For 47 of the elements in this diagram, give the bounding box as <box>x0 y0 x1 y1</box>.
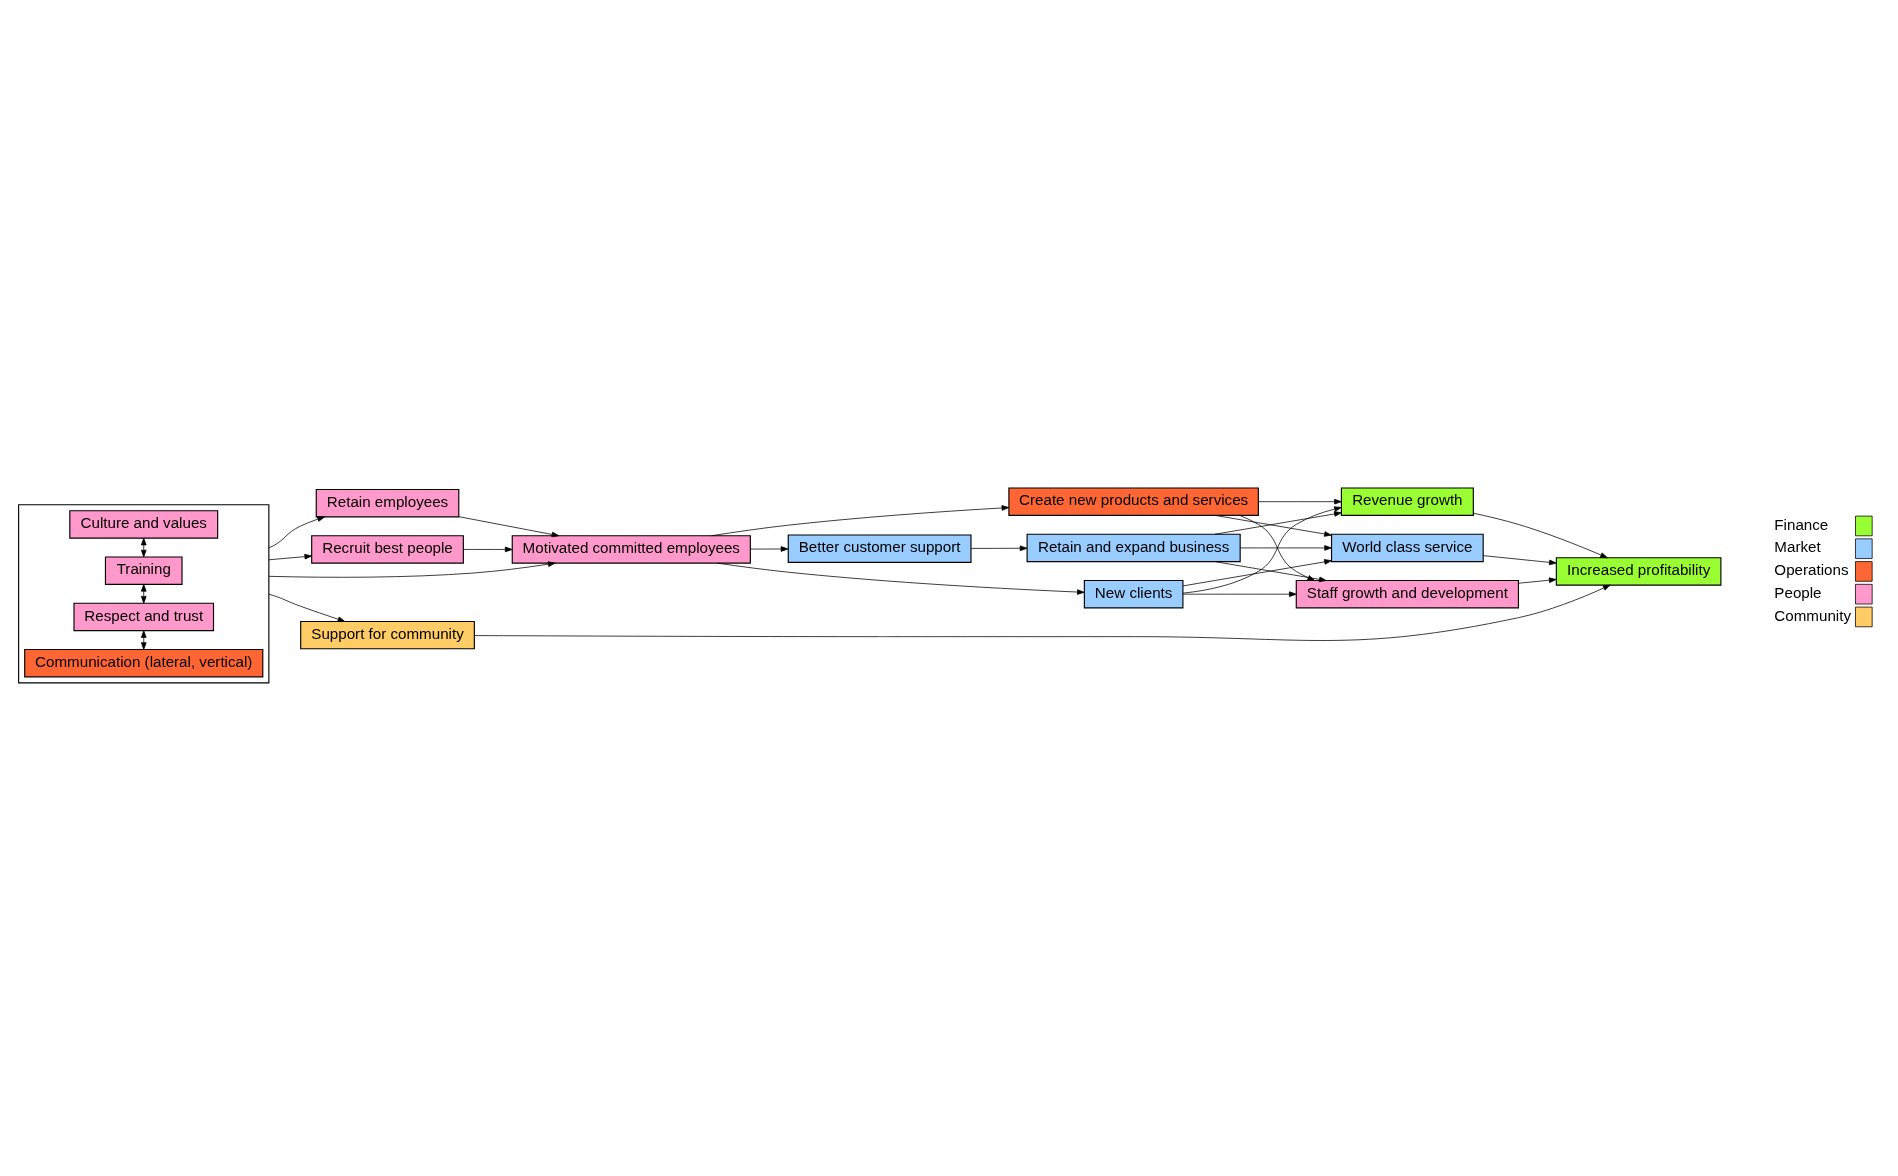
arrow <box>268 553 313 560</box>
node-box: Increased profitability <box>1555 556 1722 586</box>
arrow <box>1472 512 1608 558</box>
arrow <box>1239 544 1332 551</box>
arrow <box>1214 560 1327 582</box>
legend-label: Community <box>1774 606 1851 624</box>
arrow <box>268 593 346 622</box>
arrow <box>1214 510 1342 535</box>
arrow <box>268 560 556 578</box>
arrow <box>716 562 1085 595</box>
arrow <box>141 629 147 650</box>
arrow <box>141 583 147 604</box>
legend-label: Market <box>1774 537 1821 555</box>
arrow <box>1482 554 1557 565</box>
node-box: Retain and expand business <box>1026 533 1241 562</box>
node-box: Retain employees <box>315 488 460 517</box>
node-box: Create new products and services <box>1008 486 1259 516</box>
node-box: New clients <box>1083 579 1184 608</box>
arrow <box>970 545 1028 551</box>
arrow <box>1182 590 1297 597</box>
node-box: World class service <box>1330 533 1484 562</box>
arrow <box>1182 505 1342 593</box>
node-box: Revenue growth <box>1340 486 1474 516</box>
arrow <box>474 584 1611 641</box>
legend-label: Finance <box>1774 515 1829 533</box>
node-box: Recruit best people <box>311 534 464 564</box>
cluster <box>18 503 270 683</box>
legend-label: Operations <box>1774 560 1849 578</box>
node-box: Training <box>104 555 183 585</box>
node-box: Support for community <box>300 620 475 649</box>
arrow <box>710 504 1010 536</box>
arrow <box>1239 514 1316 581</box>
node-box: Staff growth and development <box>1295 579 1519 608</box>
arrow <box>1518 576 1557 584</box>
legend-label: People <box>1774 583 1822 601</box>
node-box: Respect and trust <box>73 602 215 631</box>
node-box: Motivated committed employees <box>511 534 751 564</box>
arrow <box>1258 498 1342 504</box>
arrow <box>1214 514 1332 537</box>
arrow <box>458 515 560 537</box>
arrow <box>750 545 789 552</box>
arrow <box>463 546 513 552</box>
arrow <box>1182 558 1332 586</box>
arrow <box>268 515 325 548</box>
node-box: Better customer support <box>787 533 972 563</box>
node-box: Communication (lateral, vertical) <box>24 648 264 677</box>
node-box: Culture and values <box>69 509 219 539</box>
